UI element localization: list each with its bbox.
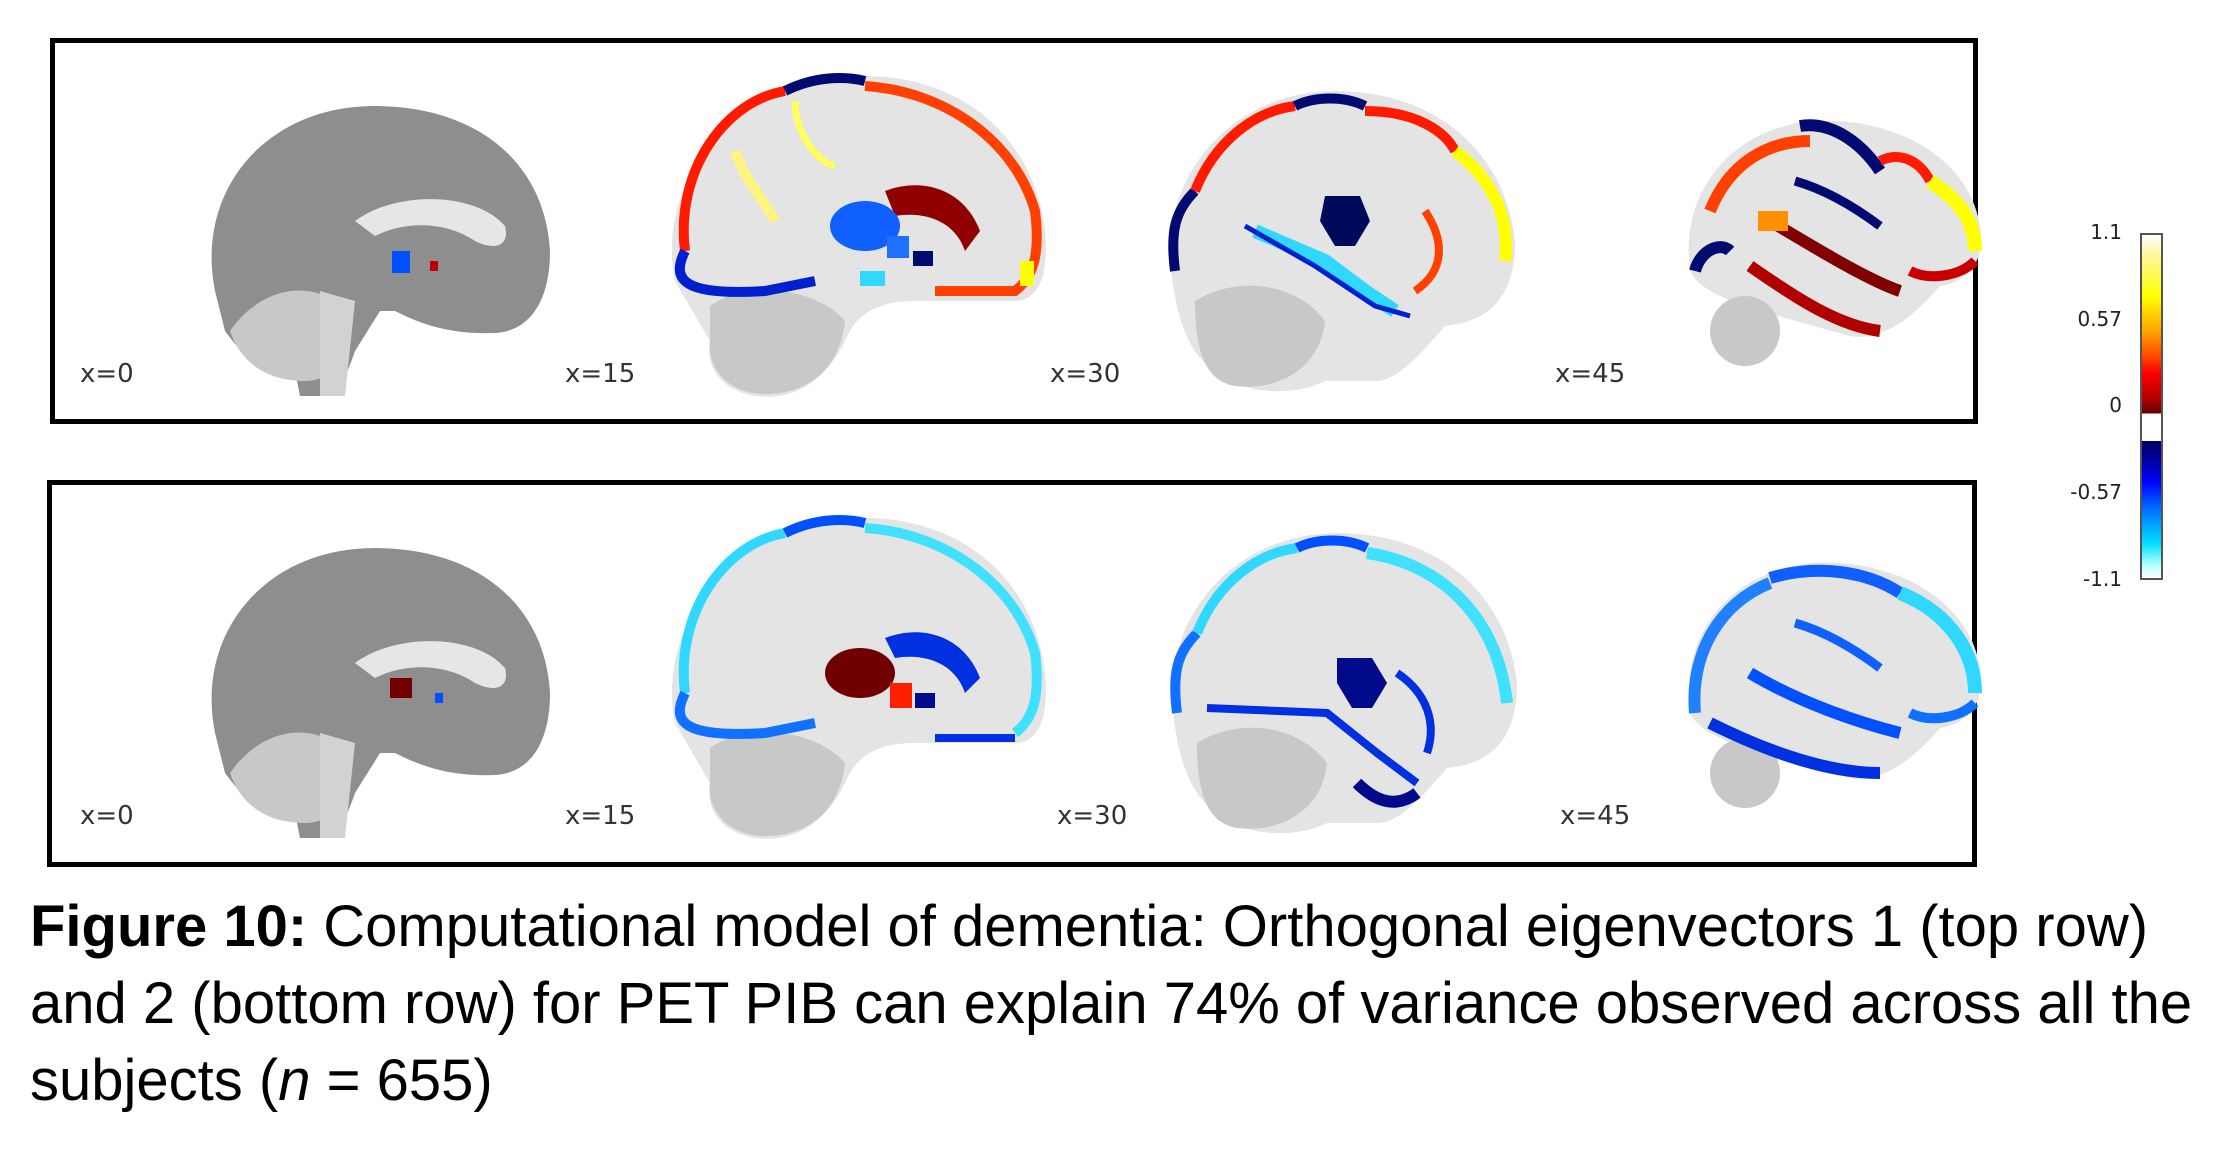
slice-label: x=0	[80, 359, 134, 389]
slice-label: x=15	[565, 801, 636, 831]
brain-sagittal-image	[1688, 562, 1982, 808]
slice-label: x=30	[1057, 801, 1128, 831]
brain-slice-x30-bottom: x=30	[1057, 493, 1567, 853]
brain-sagittal-image	[671, 73, 1046, 397]
caption-n-symbol: n	[278, 1048, 311, 1113]
colorbar-tick-zero: 0	[2109, 393, 2122, 417]
colorbar	[2140, 233, 2163, 580]
brain-slice-x0-bottom: x=0	[80, 493, 615, 853]
brain-slice-x45-bottom: x=45	[1560, 493, 2050, 853]
colorbar-tick-min: -1.1	[2082, 567, 2122, 591]
brain-sagittal-image	[671, 515, 1046, 839]
slice-label: x=15	[565, 359, 636, 389]
colorbar-tick-max: 1.1	[2090, 220, 2122, 244]
brain-sagittal-image	[1168, 91, 1515, 392]
brain-sagittal-image	[1688, 119, 1982, 366]
brain-slice-x15-bottom: x=15	[565, 493, 1085, 853]
caption-text-end: = 655)	[310, 1048, 493, 1113]
figure-caption: Figure 10: Computational model of dement…	[30, 888, 2210, 1119]
brain-slice-x30-top: x=30	[1050, 51, 1565, 411]
slice-label: x=0	[80, 801, 134, 831]
slice-label: x=30	[1050, 359, 1121, 389]
brain-sagittal-image	[1170, 533, 1517, 834]
brain-slice-x0-top: x=0	[80, 51, 615, 411]
eigenvector-1-panel: x=0 x=15	[50, 38, 1982, 424]
colorbar-tick-neg-mid: -0.57	[2070, 480, 2122, 504]
eigenvector-2-panel: x=0 x=15	[47, 480, 1982, 867]
brain-midline-image	[211, 106, 550, 396]
colorbar-tick-pos-mid: 0.57	[2077, 307, 2122, 331]
slice-label: x=45	[1560, 801, 1631, 831]
brain-slice-x45-top: x=45	[1555, 51, 2050, 411]
brain-midline-image	[211, 548, 550, 838]
caption-label: Figure 10:	[30, 894, 308, 959]
slice-label: x=45	[1555, 359, 1626, 389]
caption-text: Computational model of dementia: Orthogo…	[30, 894, 2193, 1113]
brain-slice-x15-top: x=15	[565, 51, 1085, 411]
